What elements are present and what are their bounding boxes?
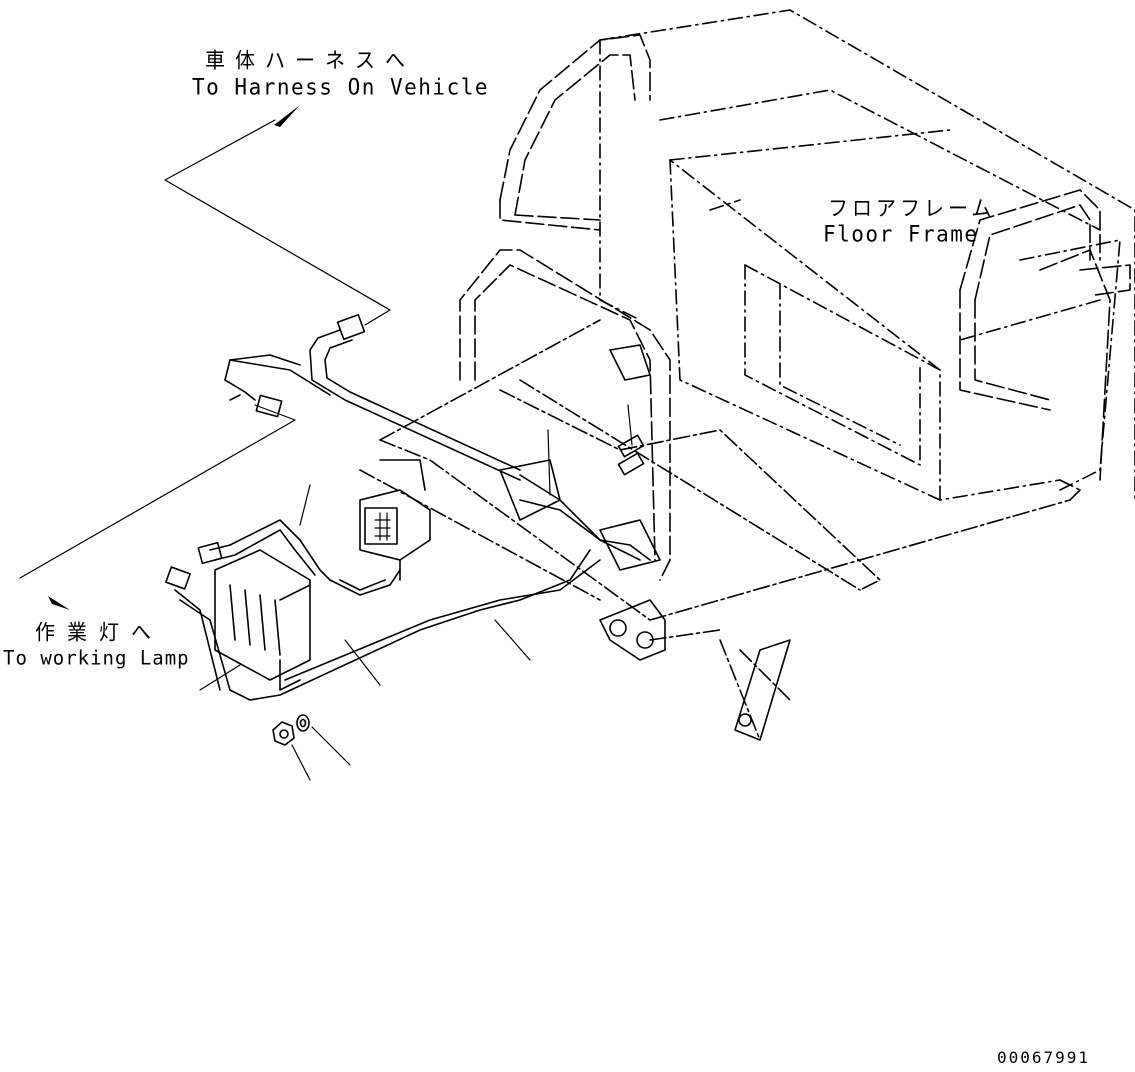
guard-rails bbox=[459, 34, 1131, 581]
floor-frame-label-en: Floor Frame bbox=[823, 221, 979, 247]
floor-frame bbox=[599, 9, 1135, 501]
floor-plate bbox=[359, 319, 1081, 741]
lamp-guard bbox=[214, 549, 311, 691]
lamp-label-jp: 作業灯へ bbox=[35, 619, 163, 645]
document-number: 00067991 bbox=[997, 1048, 1091, 1067]
harness-label-jp: 車体ハーネスへ bbox=[205, 47, 415, 73]
leader-lines bbox=[19, 119, 633, 781]
harness-label-en: To Harness On Vehicle bbox=[192, 74, 490, 100]
lamp-label-en: To working Lamp bbox=[3, 646, 190, 670]
connectors bbox=[165, 313, 645, 590]
arrow-heads bbox=[48, 105, 300, 610]
wiring-harness bbox=[174, 329, 651, 701]
mount-bracket bbox=[499, 344, 791, 741]
floor-frame-label-jp: フロアフレーム bbox=[828, 195, 996, 221]
nut-and-washer bbox=[272, 714, 310, 746]
working-lamp bbox=[359, 459, 431, 581]
